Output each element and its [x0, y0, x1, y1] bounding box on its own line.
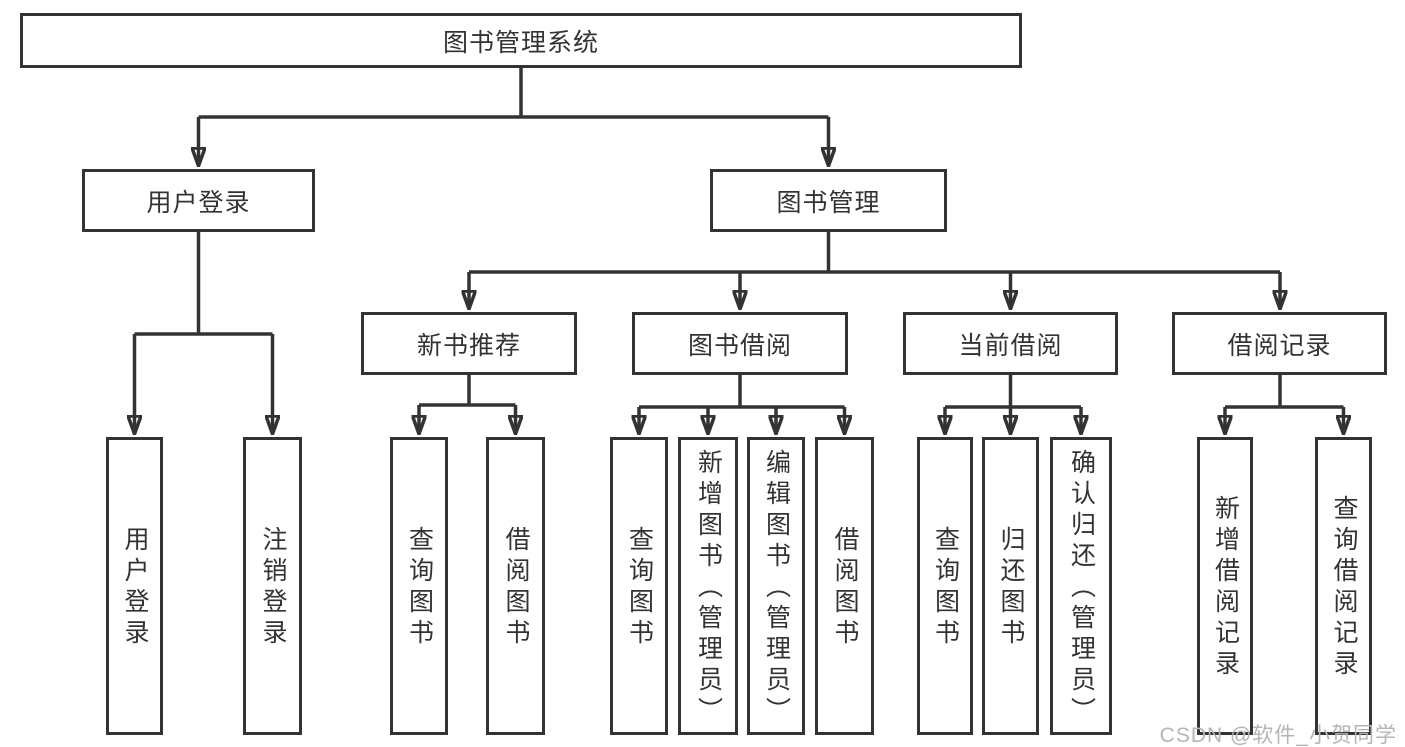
connector-borrow-records-rail [1225, 375, 1344, 409]
leaf-return-book: 归还图书 [982, 437, 1039, 735]
leaf-add-book-admin: 新增图书（管理员） [678, 437, 738, 735]
leaf-current-query-book: 查询图书 [917, 437, 973, 735]
node-new-book-recommend: 新书推荐 [361, 312, 577, 375]
connector-current-borrow-rail [945, 375, 1081, 409]
connector-new-book-rail [419, 375, 516, 407]
node-book-management: 图书管理 [710, 169, 947, 232]
connector-book-management-rail [469, 232, 1280, 274]
leaf-recommend-borrow-book: 借阅图书 [486, 437, 545, 735]
leaf-recommend-query-book: 查询图书 [390, 437, 448, 735]
node-borrow-records: 借阅记录 [1172, 312, 1387, 375]
connector-user-login-rail [134, 232, 273, 336]
node-user-login-branch: 用户登录 [82, 169, 315, 232]
leaf-add-borrow-record: 新增借阅记录 [1197, 437, 1253, 735]
node-book-borrow: 图书借阅 [632, 312, 848, 375]
leaf-query-borrow-record: 查询借阅记录 [1315, 437, 1372, 735]
leaf-user-login: 用户登录 [106, 437, 163, 735]
leaf-borrow-query-book: 查询图书 [610, 437, 668, 735]
node-current-borrow: 当前借阅 [903, 312, 1118, 375]
leaf-borrow-book: 借阅图书 [815, 437, 874, 735]
csdn-watermark: CSDN @软件_小贺同学 [1159, 724, 1397, 747]
leaf-edit-book-admin: 编辑图书（管理员） [747, 437, 805, 735]
node-library-system: 图书管理系统 [20, 13, 1022, 68]
connector-book-borrow-rail [639, 375, 845, 409]
leaf-confirm-return-admin: 确认归还（管理员） [1050, 437, 1112, 735]
connector-root-rail [198, 68, 829, 119]
leaf-logout: 注销登录 [243, 437, 302, 735]
